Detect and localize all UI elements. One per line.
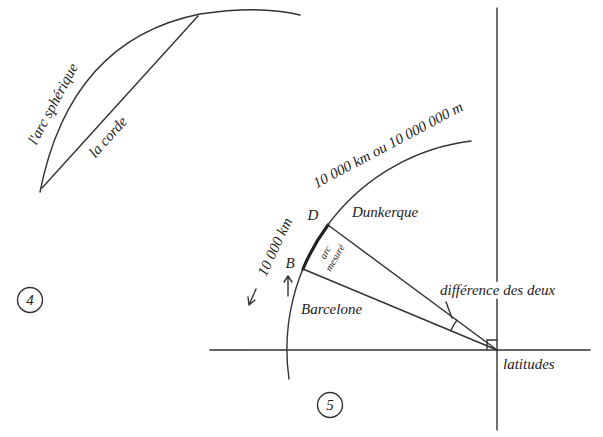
right-angle-mark — [487, 340, 497, 350]
spherical-arc — [40, 10, 300, 192]
sketch-label: Dunkerque — [352, 204, 418, 221]
horizontal-axis — [210, 349, 590, 350]
circle-outline — [18, 288, 43, 313]
arrow-symbol — [284, 276, 292, 296]
chord-line — [42, 16, 198, 188]
callout-number: 4 — [26, 293, 34, 308]
leader-line — [446, 302, 452, 318]
callout-circle: 4 — [16, 286, 44, 314]
sketch-label: 10 000 km ou 10 000 000 m — [310, 98, 465, 191]
sketch-label: différence des deux — [438, 282, 557, 299]
callout-number: 5 — [326, 398, 334, 413]
sketch-label: l'arc sphérique — [25, 61, 82, 148]
circle-outline — [318, 393, 343, 418]
vertical-axis — [496, 8, 497, 430]
sketch-label: latitudes — [503, 356, 555, 373]
arrow-symbol — [248, 289, 256, 305]
callout-circle: 5 — [316, 391, 344, 419]
sketch-label: B — [285, 255, 294, 272]
sketch-label: la corde — [85, 113, 130, 160]
sketch-label: D — [308, 207, 319, 224]
sketch-label: Barcelone — [301, 301, 362, 318]
angle-arc — [451, 320, 457, 331]
